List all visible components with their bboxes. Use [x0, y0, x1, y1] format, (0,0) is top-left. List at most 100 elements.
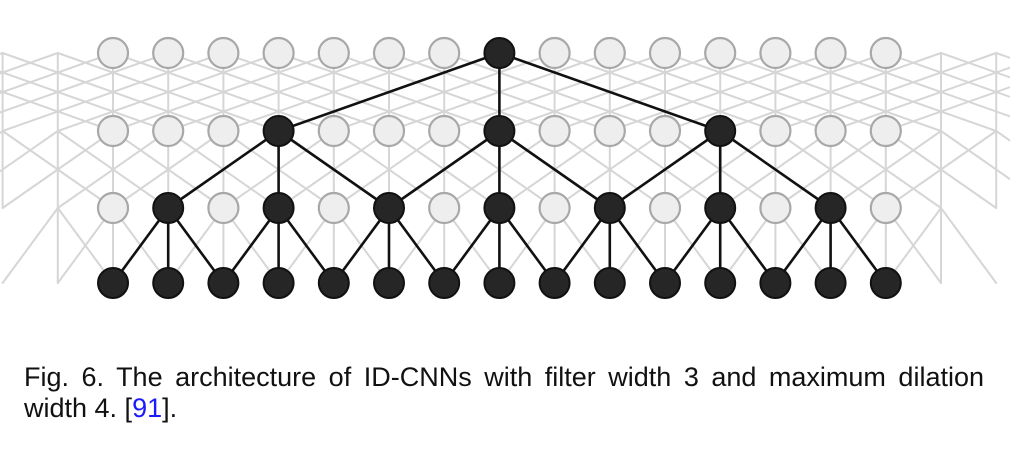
- inactive-edge: [1, 207, 59, 284]
- inactive-edge: [995, 130, 1010, 142]
- inactive-edge: [112, 52, 335, 132]
- active-node-input: [207, 267, 240, 299]
- inactive-edge: [553, 52, 777, 132]
- inactive-edge: [774, 130, 887, 209]
- inactive-edge: [443, 52, 666, 132]
- inactive-edge: [719, 52, 942, 132]
- inactive-edge: [0, 52, 114, 94]
- inactive-edge: [56, 130, 170, 209]
- figure-caption: Fig. 6. The architecture of ID-CNNs with…: [24, 362, 984, 424]
- active-node-dilation-2: [262, 115, 295, 147]
- active-edge: [277, 129, 391, 210]
- caption-end: ].: [162, 393, 178, 423]
- active-node-dilation-1: [262, 192, 295, 224]
- active-node-input: [262, 267, 295, 299]
- active-node-input: [538, 267, 571, 299]
- inactive-edge: [608, 52, 832, 132]
- inactive-edge: [829, 66, 1010, 132]
- id-cnn-diagram: [0, 36, 1010, 299]
- inactive-edge: [664, 52, 887, 132]
- inactive-node-dilation-1: [538, 191, 571, 225]
- inactive-node-dilation-2: [152, 114, 185, 148]
- active-edge: [718, 129, 832, 210]
- active-node-input: [759, 267, 792, 299]
- inactive-node-dilation-1: [869, 191, 902, 225]
- inactive-node-dilation-4: [152, 36, 185, 70]
- inactive-edge: [829, 130, 942, 209]
- active-node-dilation-1: [373, 192, 405, 224]
- active-node-input: [97, 267, 129, 299]
- inactive-edge: [56, 52, 280, 132]
- inactive-edge: [884, 130, 998, 209]
- inactive-node-dilation-1: [317, 191, 350, 225]
- inactive-edges: [0, 52, 1010, 284]
- inactive-node-dilation-4: [538, 36, 571, 70]
- citation-link[interactable]: 91: [132, 393, 163, 423]
- inactive-node-dilation-2: [428, 114, 461, 148]
- inactive-node-dilation-4: [759, 36, 792, 70]
- active-node-dilation-2: [483, 115, 516, 147]
- inactive-edge: [553, 130, 666, 209]
- active-node-dilation-1: [152, 192, 185, 224]
- inactive-node-dilation-4: [372, 36, 406, 70]
- active-node-input: [814, 267, 847, 299]
- inactive-edge: [940, 130, 1010, 181]
- active-node-input: [593, 267, 626, 299]
- active-edge: [608, 129, 722, 210]
- inactive-node-dilation-1: [648, 191, 682, 225]
- inactive-node-dilation-4: [869, 36, 902, 70]
- inactive-node-dilation-2: [317, 114, 350, 148]
- inactive-node-dilation-1: [759, 191, 792, 225]
- active-node-input: [317, 267, 350, 299]
- active-node-input: [704, 267, 737, 299]
- inactive-edge: [1, 52, 225, 132]
- inactive-edge: [884, 86, 1010, 132]
- inactive-node-dilation-2: [593, 114, 626, 148]
- inactive-edge: [112, 130, 225, 209]
- inactive-node-dilation-4: [593, 36, 626, 70]
- inactive-node-dilation-2: [759, 114, 792, 148]
- active-node-input: [649, 267, 681, 299]
- inactive-node-dilation-1: [96, 191, 130, 225]
- inactive-node-dilation-4: [317, 36, 350, 70]
- inactive-node-dilation-2: [96, 114, 130, 148]
- active-node-dilation-4: [483, 37, 516, 69]
- active-node-dilation-1: [814, 192, 847, 224]
- inactive-node-dilation-4: [704, 36, 737, 70]
- inactive-node-dilation-4: [814, 36, 847, 70]
- active-edge: [277, 51, 501, 133]
- inactive-edge: [0, 130, 59, 173]
- active-node-dilation-2: [704, 115, 737, 147]
- inactive-node-dilation-1: [207, 191, 240, 225]
- active-node-input: [152, 267, 185, 299]
- caption-text: Fig. 6. The architecture of ID-CNNs with…: [24, 362, 984, 423]
- inactive-node-dilation-2: [538, 114, 571, 148]
- active-node-input: [869, 267, 902, 299]
- active-node-dilation-1: [483, 192, 516, 224]
- inactive-node-dilation-2: [869, 114, 902, 148]
- inactive-edge: [940, 207, 998, 284]
- active-node-input: [373, 267, 405, 299]
- active-edge: [498, 51, 722, 133]
- inactive-node-dilation-2: [648, 114, 682, 148]
- inactive-edge: [0, 52, 59, 75]
- inactive-edge: [167, 52, 390, 132]
- active-edges: [111, 51, 888, 285]
- inactive-edge: [332, 130, 446, 209]
- active-node-dilation-1: [593, 192, 626, 224]
- inactive-node-dilation-4: [207, 36, 240, 70]
- inactive-node-dilation-4: [648, 36, 682, 70]
- inactive-edge: [940, 52, 1010, 79]
- active-node-input: [483, 267, 516, 299]
- inactive-node-dilation-4: [262, 36, 295, 70]
- inactive-edge: [1, 130, 114, 209]
- inactive-edge: [332, 52, 556, 132]
- inactive-edge: [774, 52, 998, 132]
- inactive-node-dilation-4: [96, 36, 130, 70]
- active-node-dilation-1: [704, 192, 737, 224]
- inactive-node-dilation-2: [814, 114, 847, 148]
- inactive-node-dilation-1: [428, 191, 461, 225]
- active-edge: [166, 129, 280, 210]
- inactive-edge: [0, 52, 170, 114]
- nodes: [96, 36, 902, 299]
